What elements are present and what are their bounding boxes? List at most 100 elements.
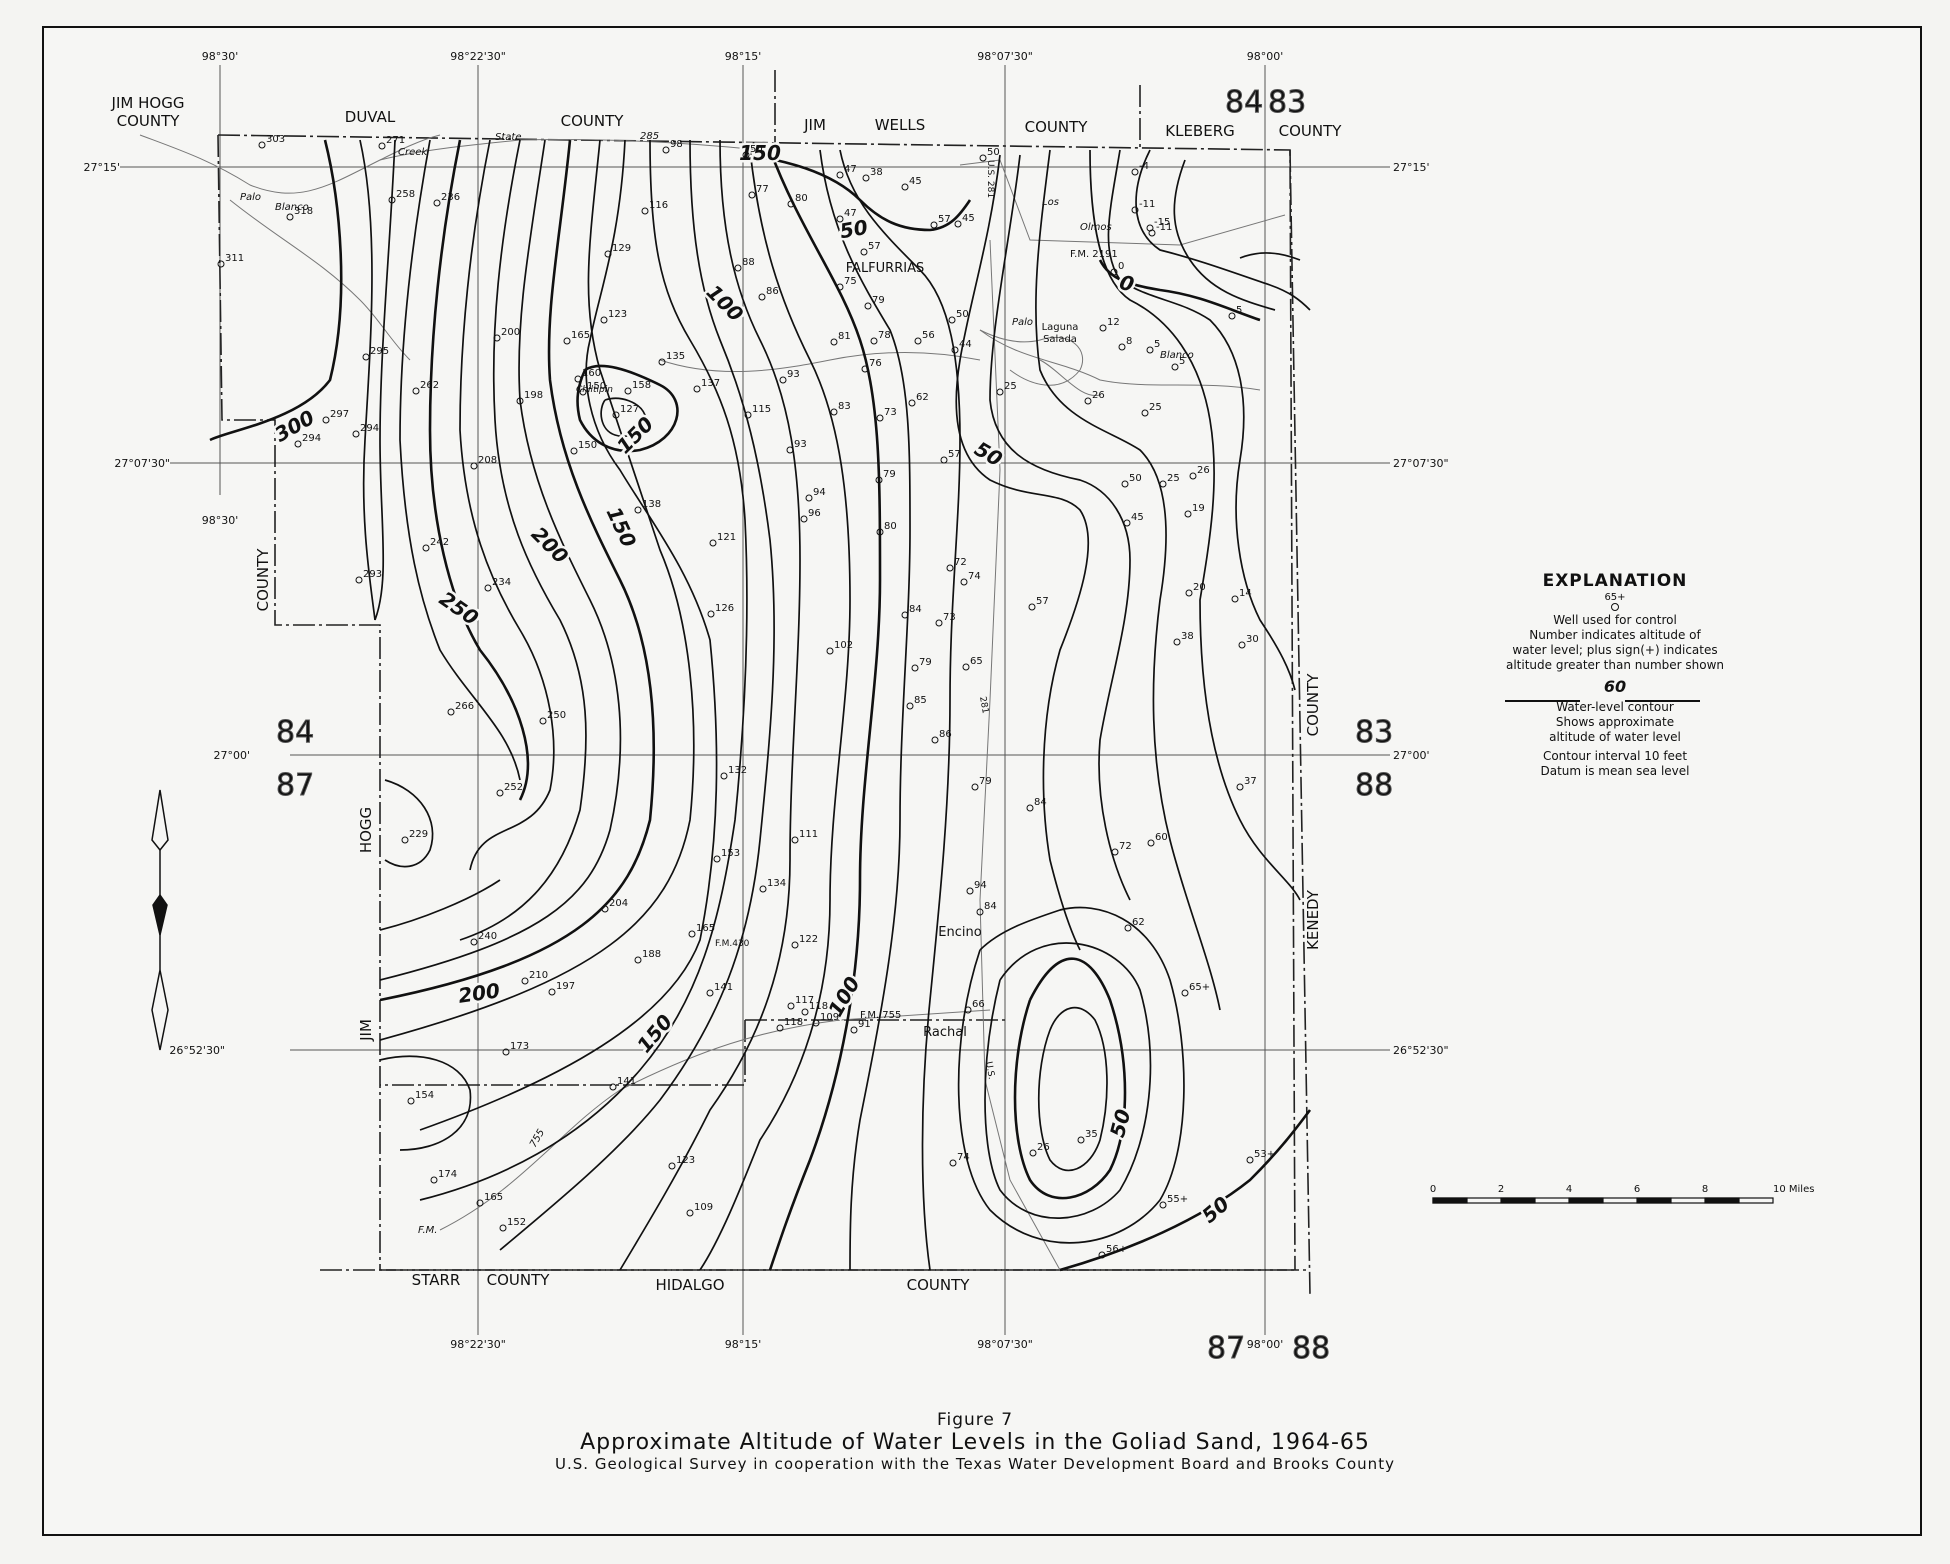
well-value: 137 [701, 378, 720, 389]
well-icon [979, 154, 987, 162]
graticule-label-right: 27°15' [1393, 161, 1430, 174]
graticule-label-left: 27°15' [83, 161, 120, 174]
well-value: 102 [834, 640, 853, 651]
well-icon [734, 264, 742, 272]
grid-number: 83 [1355, 715, 1393, 750]
well-icon [493, 334, 501, 342]
well-value: 94 [813, 487, 826, 498]
well-value: 8 [1126, 336, 1132, 347]
well-icon [693, 385, 701, 393]
creek-label: Palo [240, 192, 261, 203]
well-icon [709, 539, 717, 547]
well-icon [836, 215, 844, 223]
well-icon [430, 1176, 438, 1184]
well-icon [776, 1024, 784, 1032]
well-value: 188 [642, 949, 661, 960]
well-icon [579, 388, 587, 396]
legend-contour-text-3: altitude of water level [1549, 730, 1681, 744]
county-label: COUNTY [117, 112, 181, 130]
well-value: 208 [478, 455, 497, 466]
contour-label: 50 [1105, 1107, 1135, 1140]
creek-label: Chiltipin [576, 385, 613, 395]
well-value: 73 [884, 407, 897, 418]
well-value: 74 [957, 1152, 970, 1163]
well-icon [812, 1019, 820, 1027]
place-label-rachal: Rachal [923, 1025, 967, 1040]
well-value: 45 [909, 176, 922, 187]
well-value: 129 [612, 243, 631, 254]
well-icon [1159, 480, 1167, 488]
county-label: JIM [803, 116, 826, 134]
well-icon [870, 337, 878, 345]
well-value: 93 [787, 369, 800, 380]
well-icon [962, 663, 970, 671]
well-icon [1171, 363, 1179, 371]
well-icon [830, 408, 838, 416]
well-icon [521, 977, 529, 985]
contour-label: 0 [1117, 270, 1137, 297]
place-label-encino: Encino [938, 925, 981, 940]
well-icon [742, 151, 750, 159]
well-value: 234 [492, 577, 511, 588]
well-value: 109 [694, 1202, 713, 1213]
well-value: 65 [970, 656, 983, 667]
well-icon [744, 411, 752, 419]
grid-number: 87 [276, 768, 314, 803]
well-icon [1026, 804, 1034, 812]
well-icon [407, 1097, 415, 1105]
well-icon [1084, 397, 1092, 405]
well-value: 117 [795, 995, 814, 1006]
well-value: 318 [294, 206, 313, 217]
graticule-label-top: 98°00' [1247, 50, 1284, 63]
road-label: 755 [528, 1127, 547, 1149]
well-icon [1236, 783, 1244, 791]
well-value: 158 [632, 380, 651, 391]
legend-contour-text-1: Water-level contour [1556, 700, 1674, 714]
well-value: 138 [642, 499, 661, 510]
well-value: 25 [1004, 381, 1017, 392]
county-label: COUNTY [1025, 118, 1089, 136]
creek-label: Blanco [1160, 350, 1194, 361]
well-icon [901, 611, 909, 619]
well-value: 127 [620, 404, 639, 415]
well-icon [355, 576, 363, 584]
road-label: U.S. [983, 1061, 996, 1080]
county-label: COUNTY [907, 1276, 971, 1294]
well-value: 152 [507, 1217, 526, 1228]
well-icon [1184, 510, 1192, 518]
well-value: 80 [795, 193, 808, 204]
well-icon [1146, 224, 1154, 232]
road-label: U.S. 281 [985, 160, 995, 198]
well-icon [951, 346, 959, 354]
well-icon [706, 989, 714, 997]
well-icon [1189, 472, 1197, 480]
well-icon [688, 930, 696, 938]
graticule-label-bottom: 98°07'30" [977, 1338, 1033, 1351]
grid-number: 88 [1355, 768, 1393, 803]
well-value: 311 [225, 253, 244, 264]
well-value: 94 [974, 880, 987, 891]
well-icon [217, 260, 225, 268]
well-icon [258, 141, 266, 149]
well-icon [433, 199, 441, 207]
well-icon [940, 456, 948, 464]
well-value: 72 [1119, 841, 1132, 852]
well-value: 266 [455, 701, 474, 712]
well-icon [1231, 595, 1239, 603]
well-value: 123 [676, 1155, 695, 1166]
well-value: 62 [916, 392, 929, 403]
well-value: -4 [1139, 161, 1149, 172]
county-label: KENEDY [1304, 889, 1322, 950]
well-icon [1124, 924, 1132, 932]
well-value: 242 [430, 537, 449, 548]
well-value: 50 [956, 309, 969, 320]
well-value: 56+ [1106, 1244, 1127, 1255]
legend: EXPLANATION 65+ Well used for control Nu… [1490, 573, 1740, 779]
well-icon [948, 316, 956, 324]
well-icon [862, 174, 870, 182]
well-icon [901, 183, 909, 191]
place-label-falfurrias: FALFURRIAS [846, 261, 924, 276]
well-value: 118 [809, 1001, 828, 1012]
well-icon [476, 1199, 484, 1207]
grid-number: 84 [1225, 85, 1263, 120]
